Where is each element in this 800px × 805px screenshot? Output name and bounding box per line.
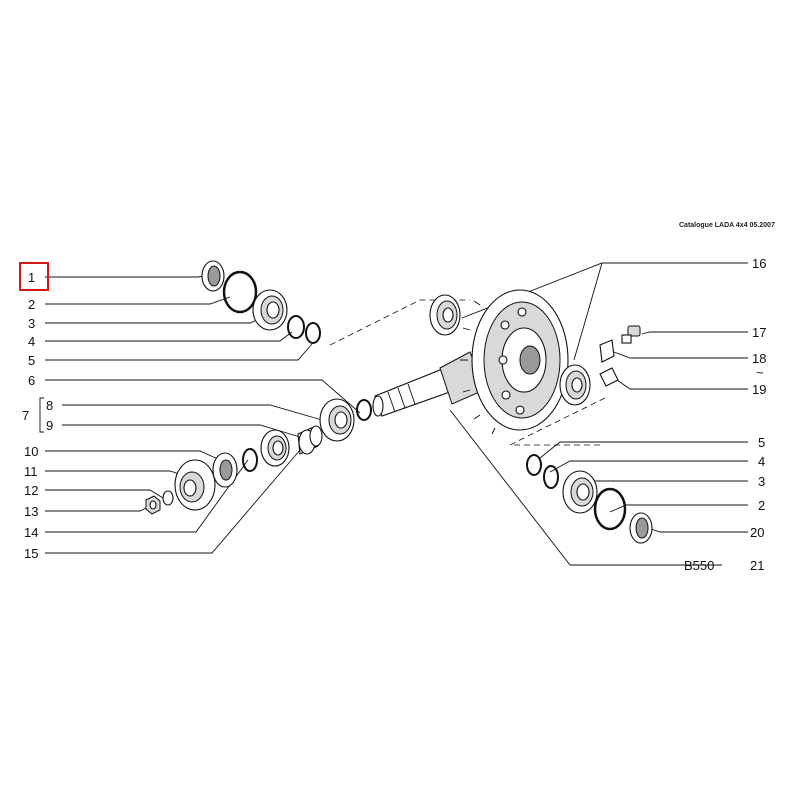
callout-4-right[interactable]: 4 <box>758 454 765 469</box>
part-12-washer <box>162 490 174 506</box>
callout-12[interactable]: 12 <box>24 483 38 498</box>
part-21-pinion-and-ring-gear <box>372 289 569 435</box>
leader-lines-left <box>39 274 361 554</box>
leader-9 <box>62 424 301 438</box>
callout-7[interactable]: 7 <box>22 408 29 423</box>
callout-5[interactable]: 5 <box>28 353 35 368</box>
leader-4 <box>45 331 293 342</box>
leader-4r <box>549 460 748 473</box>
callout-2[interactable]: 2 <box>28 297 35 312</box>
leader-5r <box>539 441 748 459</box>
leader-18 <box>613 351 748 359</box>
callout-17[interactable]: 17 <box>752 325 766 340</box>
leader-12 <box>45 489 164 499</box>
part-18-lock-plate <box>599 339 615 363</box>
callout-tilde: ~ <box>756 365 764 380</box>
part-20-oil-seal <box>629 512 653 544</box>
leader-3r <box>584 480 748 487</box>
callout-10[interactable]: 10 <box>24 444 38 459</box>
part-3-bearing <box>252 289 288 331</box>
callout-15[interactable]: 15 <box>24 546 38 561</box>
leader-8 <box>62 404 323 421</box>
callout-16[interactable]: 16 <box>752 256 766 271</box>
part-5r-ring <box>526 454 542 476</box>
leader-10 <box>45 450 221 461</box>
callout-5-right[interactable]: 5 <box>758 435 765 450</box>
part-17-bolt <box>621 325 641 344</box>
part-4r-washer <box>543 465 559 489</box>
leader-2r <box>609 504 748 513</box>
part-8-bearing <box>319 398 355 442</box>
part-3r-bearing <box>562 470 598 514</box>
leader-2 <box>45 296 231 305</box>
guide-lower-right <box>509 397 606 446</box>
leader-lines-right <box>449 262 748 566</box>
callout-21[interactable]: 21 <box>750 558 764 573</box>
leader-21 <box>449 409 722 566</box>
callout-13[interactable]: 13 <box>24 504 38 519</box>
leader-11 <box>45 470 186 477</box>
part-16-bearing-left <box>429 294 461 336</box>
part-11-flange <box>174 459 216 511</box>
selected-callout-highlight <box>19 262 49 291</box>
part-washer-small <box>242 448 258 472</box>
callout-8[interactable]: 8 <box>46 398 53 413</box>
part-10-bearing <box>260 429 290 467</box>
part-6-washer <box>356 399 372 421</box>
catalogue-label: Catalogue LADA 4x4 05.2007 <box>679 222 775 229</box>
part-9-sleeve <box>297 425 323 455</box>
leader-16b <box>573 262 603 361</box>
leader-1 <box>45 274 209 278</box>
leader-19 <box>613 377 748 390</box>
part-13-nut <box>145 495 161 515</box>
part-19-lock-plate <box>599 367 619 387</box>
callout-3-right[interactable]: 3 <box>758 474 765 489</box>
diagram-code: B550 <box>684 558 714 573</box>
callout-19[interactable]: 19 <box>752 382 766 397</box>
part-1-oil-seal <box>201 260 225 292</box>
part-16-bearing-right <box>559 364 591 406</box>
callouts-right: 16 17 18 ~ 19 5 4 3 2 20 21 B550 <box>684 256 766 573</box>
callout-18[interactable]: 18 <box>752 351 766 366</box>
callout-1[interactable]: 1 <box>28 270 35 285</box>
leader-20 <box>647 527 748 533</box>
leader-5 <box>45 343 313 361</box>
leader-17 <box>641 331 748 335</box>
callout-9[interactable]: 9 <box>46 418 53 433</box>
leader-3 <box>45 317 263 324</box>
callout-11[interactable]: 11 <box>24 464 38 479</box>
callout-3[interactable]: 3 <box>28 316 35 331</box>
part-2r-ring <box>593 487 627 531</box>
callout-6[interactable]: 6 <box>28 373 35 388</box>
part-2-ring <box>222 270 258 314</box>
callout-20[interactable]: 20 <box>750 525 764 540</box>
callout-2-right[interactable]: 2 <box>758 498 765 513</box>
callout-14[interactable]: 14 <box>24 525 38 540</box>
callouts-left: 1 2 3 4 5 6 7 8 9 10 11 12 13 14 15 <box>22 270 53 561</box>
leader-15 <box>45 449 301 554</box>
part-4-washer <box>287 315 305 339</box>
leader-13 <box>45 505 151 512</box>
part-5-ring <box>305 322 321 344</box>
part-oil-seal-2 <box>212 452 238 488</box>
leader-6 <box>45 379 361 414</box>
bracket-7 <box>39 397 44 433</box>
callout-4[interactable]: 4 <box>28 334 35 349</box>
